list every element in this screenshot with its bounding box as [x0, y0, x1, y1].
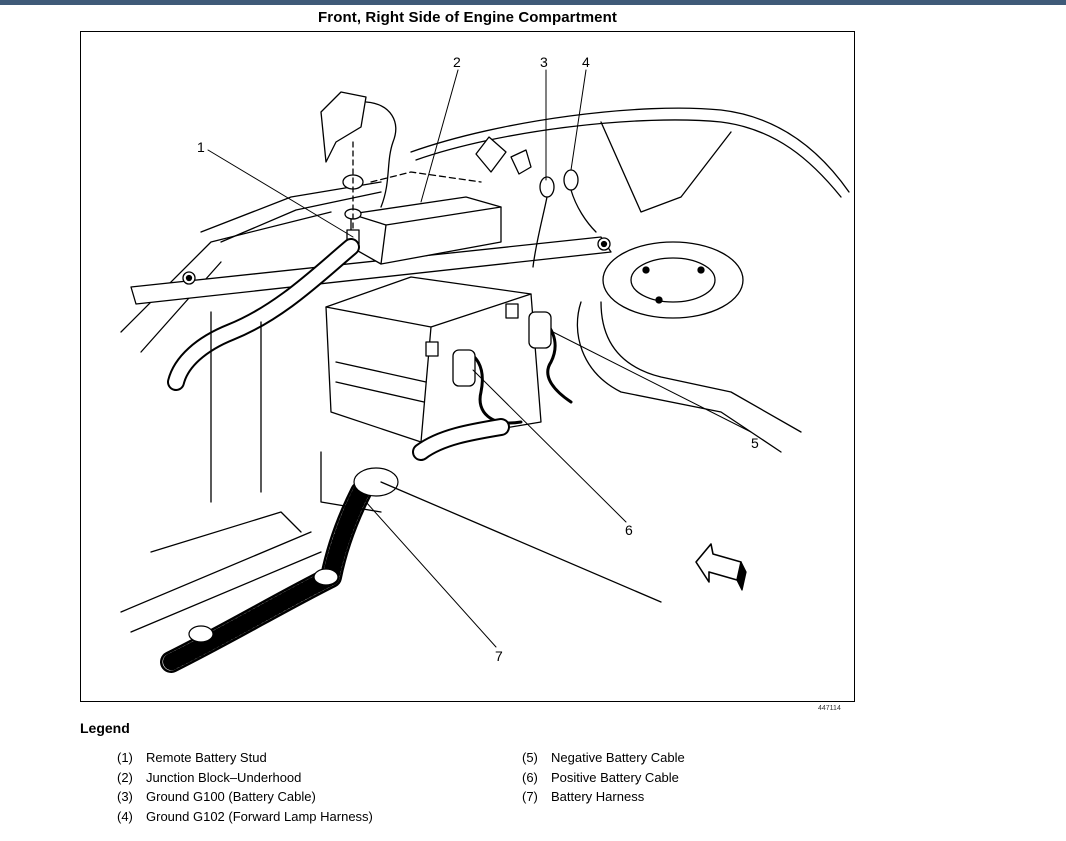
legend-heading: Legend [80, 720, 130, 736]
remote-battery-stud [320, 91, 397, 245]
legend-item-number: (6) [522, 769, 538, 785]
strut-tower [576, 241, 802, 453]
legend-left-column: (1) Remote Battery Stud (2) Junction Block… [117, 748, 373, 826]
strut-brace [130, 236, 612, 305]
engine-compartment-drawing: 1 2 3 4 5 6 7 [120, 54, 850, 673]
legend-item-number: (1) [117, 750, 133, 765]
ground-bolts [475, 136, 597, 268]
figure-id: 447114 [818, 705, 841, 712]
legend-item: (3) Ground G100 (Battery Cable) [117, 787, 373, 807]
legend-item-label: Ground G102 (Forward Lamp Harness) [146, 808, 373, 824]
legend-item: (1) Remote Battery Stud [117, 748, 373, 768]
legend-right-column: (5) Negative Battery Cable (6) Positive Ba… [522, 748, 685, 807]
legend-item-label: Negative Battery Cable [551, 750, 685, 765]
callout-2: 2 [453, 54, 461, 70]
legend-item: (5) Negative Battery Cable [522, 748, 685, 768]
leader-lines [207, 69, 752, 648]
callout-3: 3 [540, 54, 548, 70]
battery-harness [160, 238, 510, 673]
battery [325, 276, 542, 443]
front-direction-arrow [695, 543, 747, 591]
callout-labels: 1 2 3 4 5 6 7 [197, 54, 759, 664]
legend-item-label: Battery Harness [551, 789, 645, 804]
callout-6: 6 [625, 522, 633, 538]
legend-item: (2) Junction Block–Underhood [117, 768, 373, 788]
legend-item-number: (5) [522, 750, 538, 765]
callout-5: 5 [751, 435, 759, 451]
battery-cables [452, 311, 573, 425]
legend-item-number: (4) [117, 808, 133, 824]
legend-item-label: Positive Battery Cable [551, 769, 679, 785]
window-top-bar [0, 0, 1066, 5]
callout-1: 1 [197, 139, 205, 155]
legend-item-label: Junction Block–Underhood [146, 769, 302, 785]
legend-item-number: (3) [117, 789, 133, 804]
legend-item: (7) Battery Harness [522, 787, 685, 807]
engine-compartment-illustration: 1 2 3 4 5 6 7 [80, 31, 855, 702]
legend-item-label: Remote Battery Stud [146, 750, 267, 765]
callout-4: 4 [582, 54, 590, 70]
legend-item: (4) Ground G102 (Forward Lamp Harness) [117, 807, 373, 827]
legend-item-label: Ground G100 (Battery Cable) [146, 789, 316, 804]
callout-7: 7 [495, 648, 503, 664]
legend-item-number: (7) [522, 789, 538, 804]
legend-item: (6) Positive Battery Cable [522, 768, 685, 788]
diagram-title: Front, Right Side of Engine Compartment [318, 9, 617, 26]
junction-block [350, 171, 502, 265]
lower-body-rails [120, 311, 662, 633]
legend-item-number: (2) [117, 769, 133, 785]
